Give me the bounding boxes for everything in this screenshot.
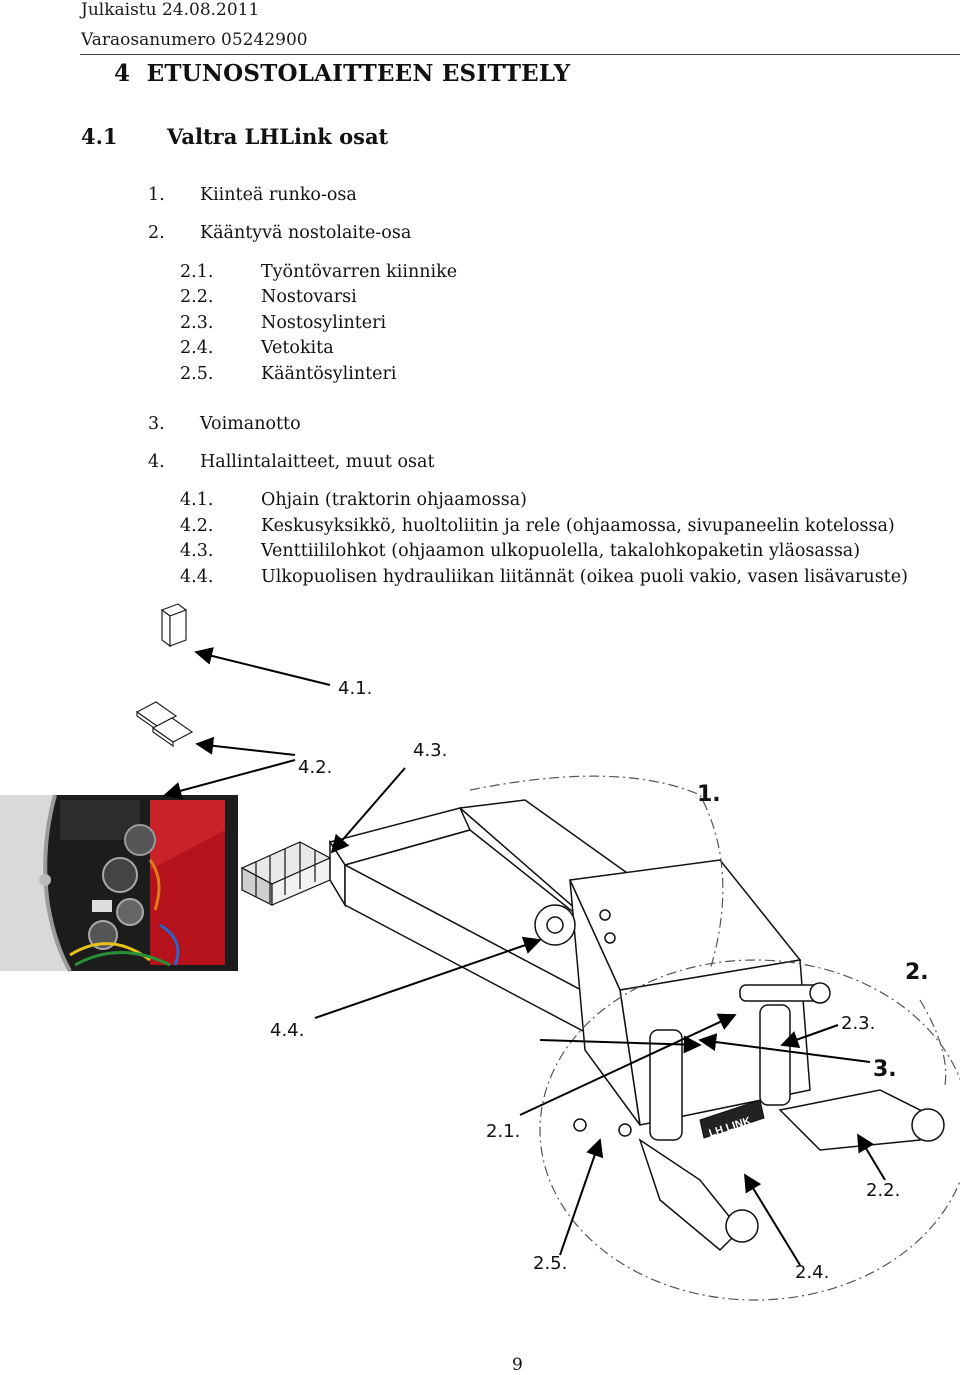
list-item-text: Keskusyksikkö, huoltoliitin ja rele (ohj…: [261, 516, 895, 536]
arrow-4-1: [194, 647, 331, 686]
arrow-2-1: [519, 1013, 737, 1116]
list-item-number: 3.: [148, 414, 165, 434]
arrow-4-3: [330, 767, 406, 854]
list-item-number: 2.2.: [180, 287, 214, 307]
label-4-1: 4.1.: [338, 678, 373, 699]
cabin-panel-photo: [0, 794, 238, 972]
list-item-number: 4.: [148, 452, 165, 472]
list-item: 4.1. Ohjain (traktorin ohjaamossa): [180, 490, 527, 510]
label-4-3: 4.3.: [413, 740, 448, 761]
arrow-2-2: [857, 1133, 886, 1181]
list-item: 2.3. Nostosylinteri: [180, 313, 386, 333]
list-item-number: 2.: [148, 223, 165, 243]
swivel-unit-outline: [539, 959, 960, 1301]
list-item-text: Ohjain (traktorin ohjaamossa): [261, 490, 527, 510]
list-item-number: 2.3.: [180, 313, 214, 333]
list-item-text: Vetokita: [261, 338, 334, 358]
central-unit-icon: [135, 701, 194, 748]
list-item-text: Nostovarsi: [261, 287, 357, 307]
arrow-4-2b: [163, 759, 296, 800]
chapter-title: 4 ETUNOSTOLAITTEEN ESITTELY: [114, 60, 571, 87]
fixed-frame-outline: [469, 775, 724, 971]
arrow-2-4: [744, 1173, 801, 1266]
list-item-text: Nostosylinteri: [261, 313, 387, 333]
header-divider: [80, 54, 960, 55]
arrow-3: [698, 1033, 871, 1063]
valve-block-icon: [240, 841, 332, 906]
list-item: 4.3. Venttiililohkot (ohjaamon ulkopuolel…: [180, 541, 860, 561]
label-2: 2.: [905, 960, 929, 985]
section-heading: 4.1 Valtra LHLink osat: [81, 124, 388, 149]
list-item: 4.2. Keskusyksikkö, huoltoliitin ja rele …: [180, 516, 895, 536]
list-item: 4.4. Ulkopuolisen hydrauliikan liitännät …: [180, 567, 908, 587]
list-item-number: 4.3.: [180, 541, 214, 561]
part-number: Varaosanumero 05242900: [81, 30, 308, 50]
label-2-5: 2.5.: [533, 1253, 568, 1274]
list-item-text: Kääntösylinteri: [261, 364, 397, 384]
list-item-text: Kiinteä runko-osa: [200, 185, 357, 205]
pto-outline: [919, 999, 947, 1086]
list-item-number: 2.1.: [180, 262, 214, 282]
published-date: Julkaistu 24.08.2011: [81, 0, 260, 20]
list-item: 1. Kiinteä runko-osa: [148, 185, 357, 205]
controller-icon: [160, 603, 188, 648]
list-item: 2.2. Nostovarsi: [180, 287, 357, 307]
list-item: 3. Voimanotto: [148, 414, 301, 434]
label-2-3: 2.3.: [841, 1013, 876, 1034]
label-1: 1.: [697, 782, 721, 807]
label-4-4: 4.4.: [270, 1020, 305, 1041]
list-item: 2.4. Vetokita: [180, 338, 334, 358]
label-3: 3.: [873, 1057, 897, 1082]
list-item-text: Voimanotto: [200, 414, 301, 434]
arrow-2-1b: [539, 1035, 702, 1054]
list-item-number: 2.5.: [180, 364, 214, 384]
list-item-text: Työntövarren kiinnike: [261, 262, 458, 282]
arrow-2-5: [559, 1138, 604, 1256]
label-2-4: 2.4.: [795, 1262, 830, 1283]
arrow-4-2: [195, 736, 296, 756]
list-item-number: 4.4.: [180, 567, 214, 587]
list-item-text: Hallintalaitteet, muut osat: [200, 452, 435, 472]
list-item: 2.1. Työntövarren kiinnike: [180, 262, 457, 282]
arrow-4-4: [314, 936, 542, 1019]
section-title: Valtra LHLink osat: [167, 124, 389, 149]
list-item-number: 1.: [148, 185, 165, 205]
label-4-2: 4.2.: [298, 757, 333, 778]
arrow-2-3: [780, 1024, 839, 1049]
list-item: 4. Hallintalaitteet, muut osat: [148, 452, 435, 472]
label-2-2: 2.2.: [866, 1180, 901, 1201]
label-2-1: 2.1.: [486, 1121, 521, 1142]
list-item-text: Ulkopuolisen hydrauliikan liitännät (oik…: [261, 567, 908, 587]
list-item: 2.5. Kääntösylinteri: [180, 364, 396, 384]
list-item-number: 4.1.: [180, 490, 214, 510]
list-item-text: Kääntyvä nostolaite-osa: [200, 223, 412, 243]
list-item-text: Venttiililohkot (ohjaamon ulkopuolella, …: [261, 541, 861, 561]
section-number: 4.1: [81, 124, 118, 149]
list-item-number: 2.4.: [180, 338, 214, 358]
list-item-number: 4.2.: [180, 516, 214, 536]
lhlink-frame-drawing: [328, 799, 945, 1252]
list-item: 2. Kääntyvä nostolaite-osa: [148, 223, 411, 243]
page-number: 9: [512, 1355, 523, 1375]
